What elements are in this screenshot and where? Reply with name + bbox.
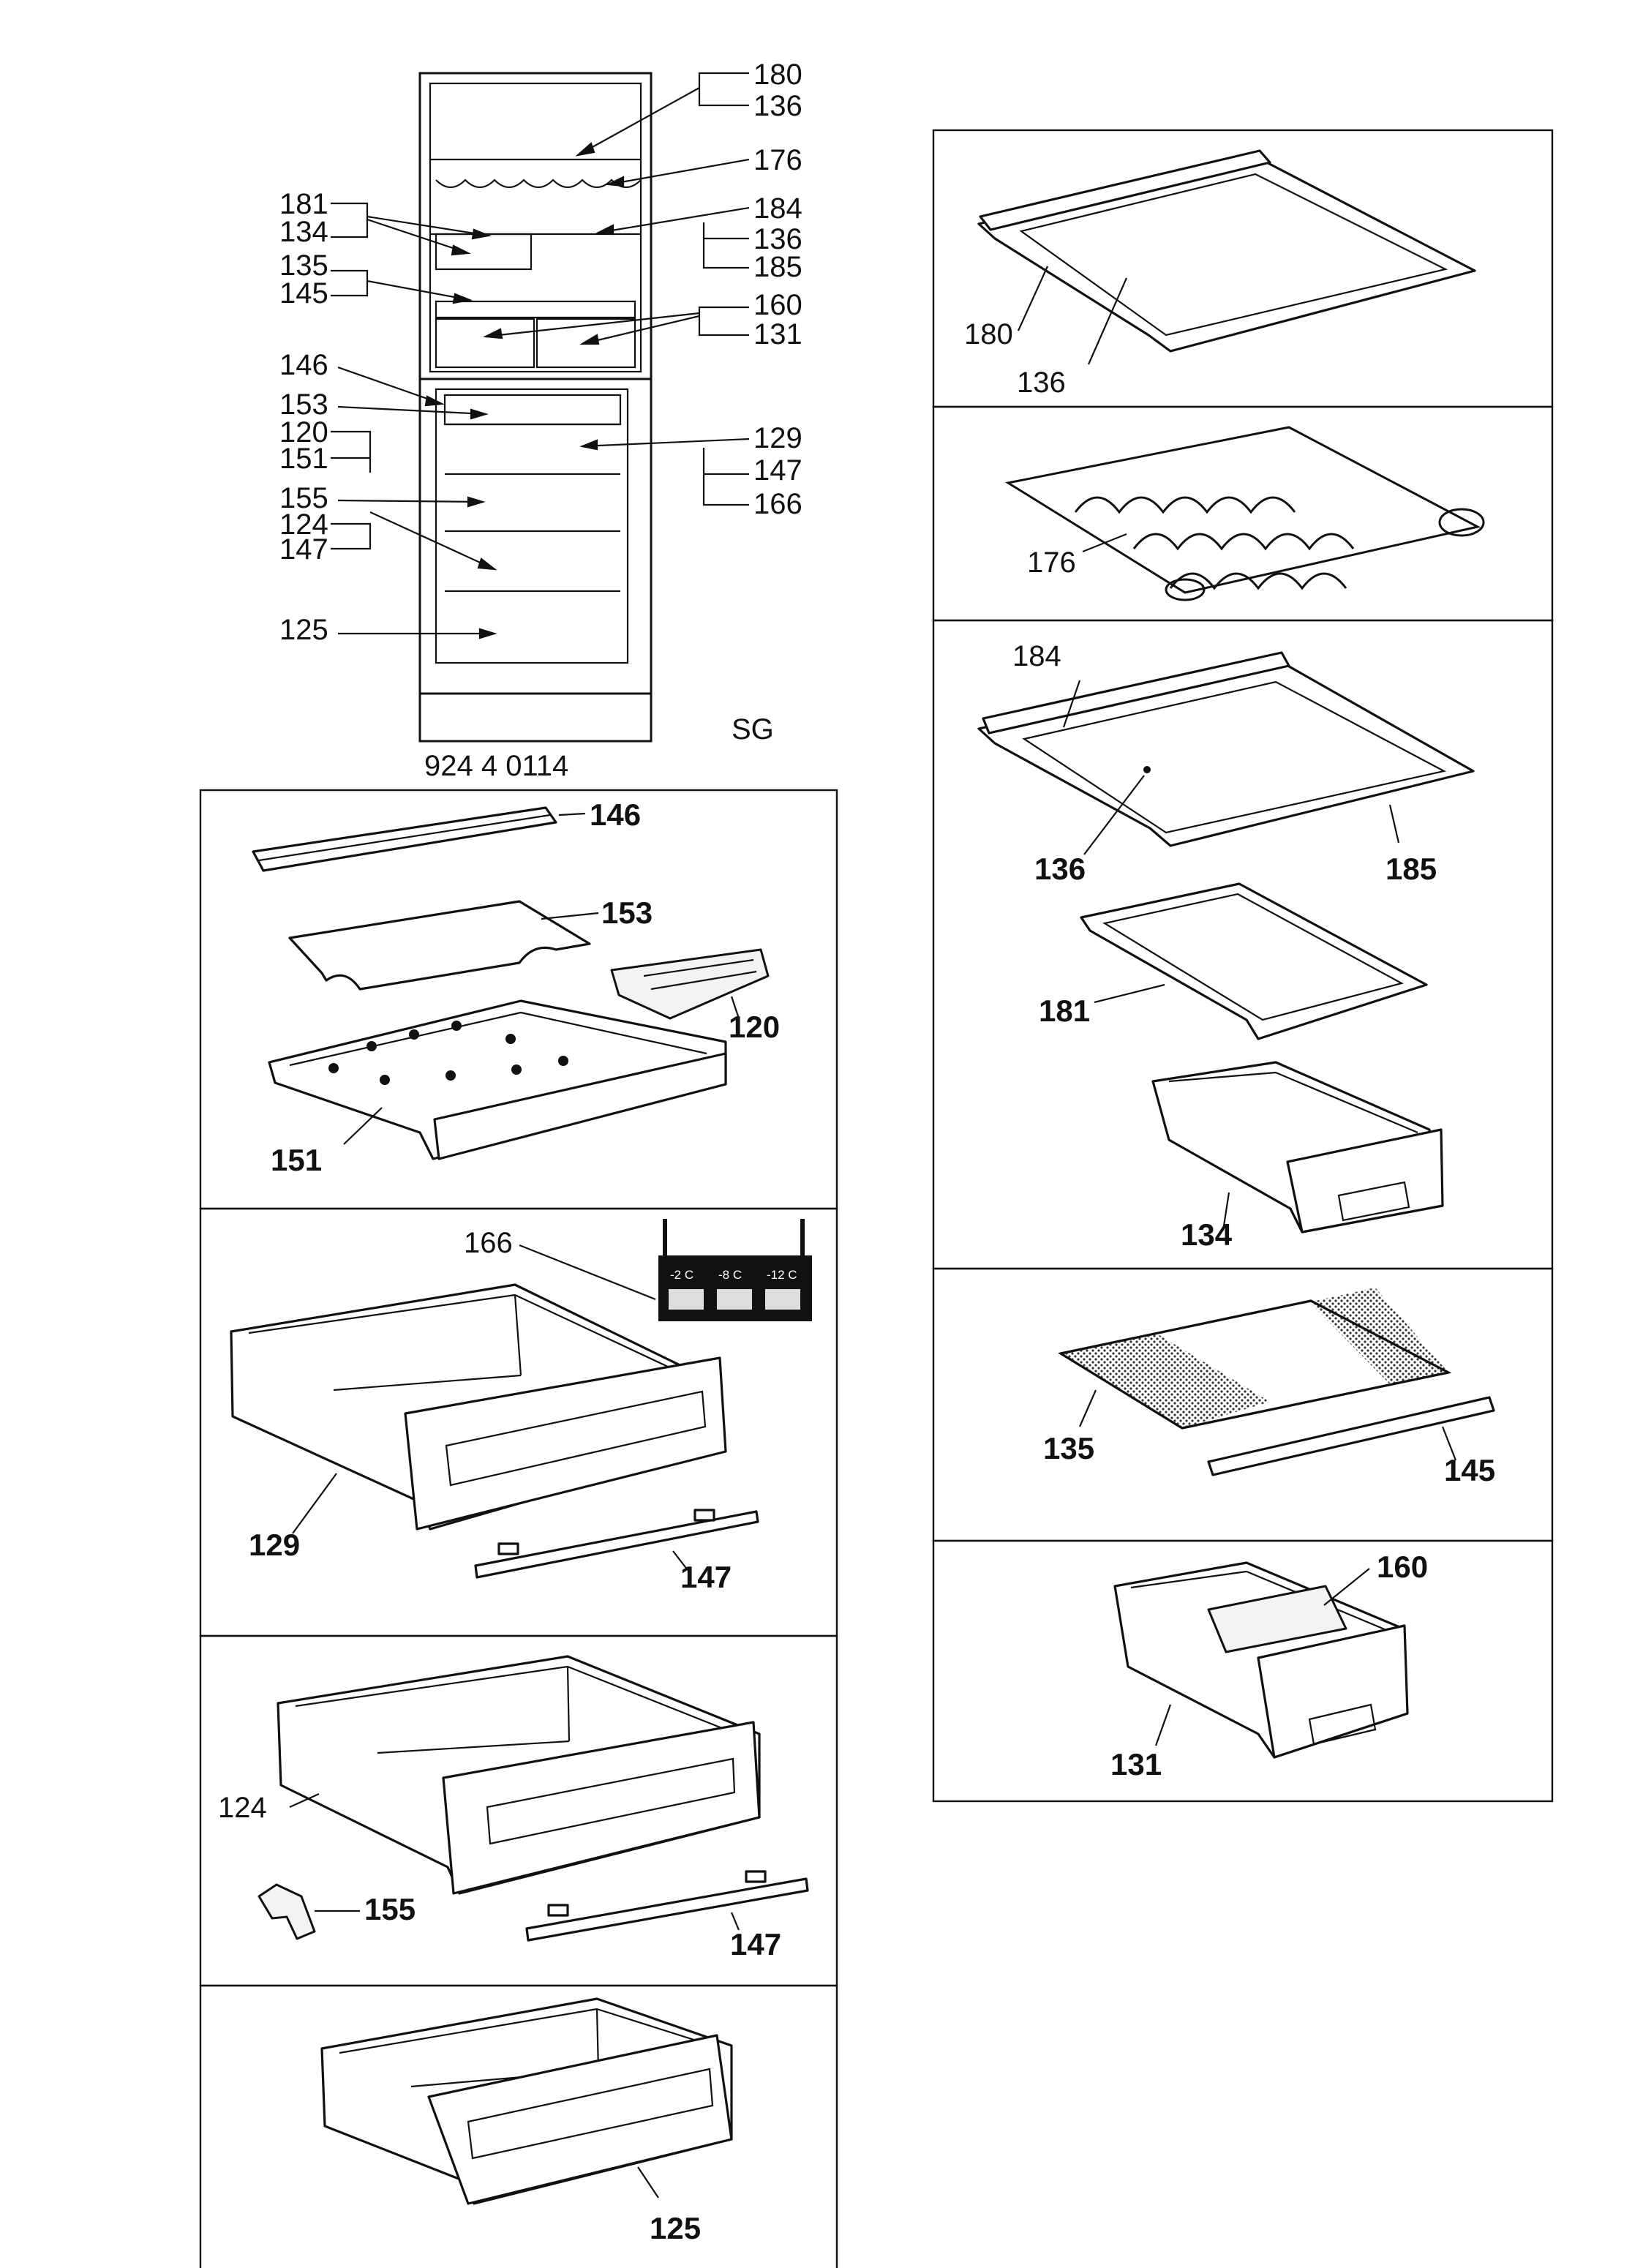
part-label-153: 153: [601, 895, 653, 930]
label-131: 131: [753, 318, 802, 350]
part-label-147-lower: 147: [730, 1927, 781, 1961]
fridge-compartment: [429, 82, 642, 373]
part-label-180: 180: [964, 318, 1013, 350]
rail-147-upper: [474, 1510, 759, 1579]
panel-4-parts: 125: [320, 1997, 733, 2245]
label-147-lower: 147: [279, 533, 328, 566]
divider-160: [1207, 1585, 1347, 1653]
part-label-166: 166: [464, 1227, 513, 1259]
label-125: 125: [279, 614, 328, 646]
part-label-129: 129: [249, 1528, 300, 1562]
panel-rack-176-parts: 176: [1004, 426, 1485, 601]
panel-shelf-180-parts: 180 136: [964, 149, 1476, 399]
panel-1-parts: 146 153 120 151: [252, 797, 780, 1177]
shelf-frame-184: [977, 660, 1475, 847]
part-label-120: 120: [729, 1010, 780, 1044]
part-label-176: 176: [1027, 547, 1076, 579]
part-label-131: 131: [1110, 1747, 1162, 1781]
panel-shelves-184-parts: 184 136 185 181 134: [977, 640, 1475, 1252]
part-label-125: 125: [650, 2211, 701, 2245]
panel-drawer-125: [199, 1984, 838, 2268]
clip-155: [257, 1883, 316, 1940]
ice-tray-120: [610, 948, 770, 1020]
label-176: 176: [753, 144, 802, 176]
part-label-135: 135: [1043, 1431, 1094, 1465]
panel-rack-176: [932, 405, 1554, 622]
part-label-145: 145: [1444, 1453, 1495, 1487]
temp-setting-2: -8 C: [718, 1268, 742, 1282]
label-136-mid: 136: [753, 223, 802, 255]
label-136-top: 136: [753, 90, 802, 122]
temp-setting-3: -12 C: [767, 1268, 797, 1282]
glass-136-b: [1022, 680, 1447, 834]
plate-153: [288, 900, 591, 991]
label-160: 160: [753, 289, 802, 321]
wine-rack-176: [1004, 426, 1481, 594]
frame-181: [1080, 882, 1428, 1040]
label-155: 155: [279, 482, 328, 514]
part-label-181: 181: [1039, 994, 1090, 1028]
part-label-136-b: 136: [1034, 852, 1086, 886]
label-153: 153: [279, 388, 328, 421]
glass-136: [1019, 173, 1448, 337]
control-panel-166: [658, 1255, 812, 1321]
rail-147-lower: [525, 1877, 809, 1942]
model-number: 924 4 0114: [424, 750, 568, 782]
panel-3-parts: 124 155 147: [218, 1655, 809, 1961]
label-184: 184: [753, 192, 802, 225]
part-label-124: 124: [218, 1792, 267, 1824]
part-label-185: 185: [1386, 852, 1437, 886]
label-166: 166: [753, 488, 802, 520]
strip-146: [252, 806, 557, 872]
label-147-upper: 147: [753, 454, 802, 487]
part-label-146: 146: [590, 797, 641, 832]
part-label-160: 160: [1377, 1550, 1428, 1584]
panel-shelf-135-parts: 135 145: [1043, 1288, 1495, 1487]
region-code: SG: [732, 713, 774, 746]
part-label-134: 134: [1181, 1217, 1233, 1252]
panel-box-131: [932, 1539, 1554, 1803]
label-134: 134: [279, 216, 328, 248]
part-label-136-a: 136: [1017, 367, 1066, 399]
cabinet-outline: [418, 72, 653, 743]
part-label-147-upper: 147: [680, 1560, 732, 1594]
strip-145: [1207, 1396, 1495, 1476]
label-180: 180: [753, 59, 802, 91]
panel-box-131-parts: 160 131: [1110, 1550, 1428, 1781]
temp-setting-1: -2 C: [670, 1268, 693, 1282]
label-146: 146: [279, 349, 328, 381]
label-135: 135: [279, 249, 328, 282]
label-124: 124: [279, 508, 328, 541]
freezer-compartment: [435, 388, 629, 664]
part-label-155: 155: [364, 1892, 416, 1926]
label-129: 129: [753, 422, 802, 454]
fridge-overview: 180 136 176 181 134 184 136 185 135 145 …: [279, 59, 802, 782]
label-181: 181: [279, 188, 328, 220]
label-151: 151: [279, 443, 328, 475]
label-185: 185: [753, 251, 802, 283]
label-145: 145: [279, 277, 328, 309]
panel-2-parts: -2 C -8 C -12 C 166 129 147: [230, 1219, 812, 1594]
part-label-184: 184: [1012, 640, 1061, 672]
part-label-151: 151: [271, 1143, 322, 1177]
label-120: 120: [279, 416, 328, 448]
